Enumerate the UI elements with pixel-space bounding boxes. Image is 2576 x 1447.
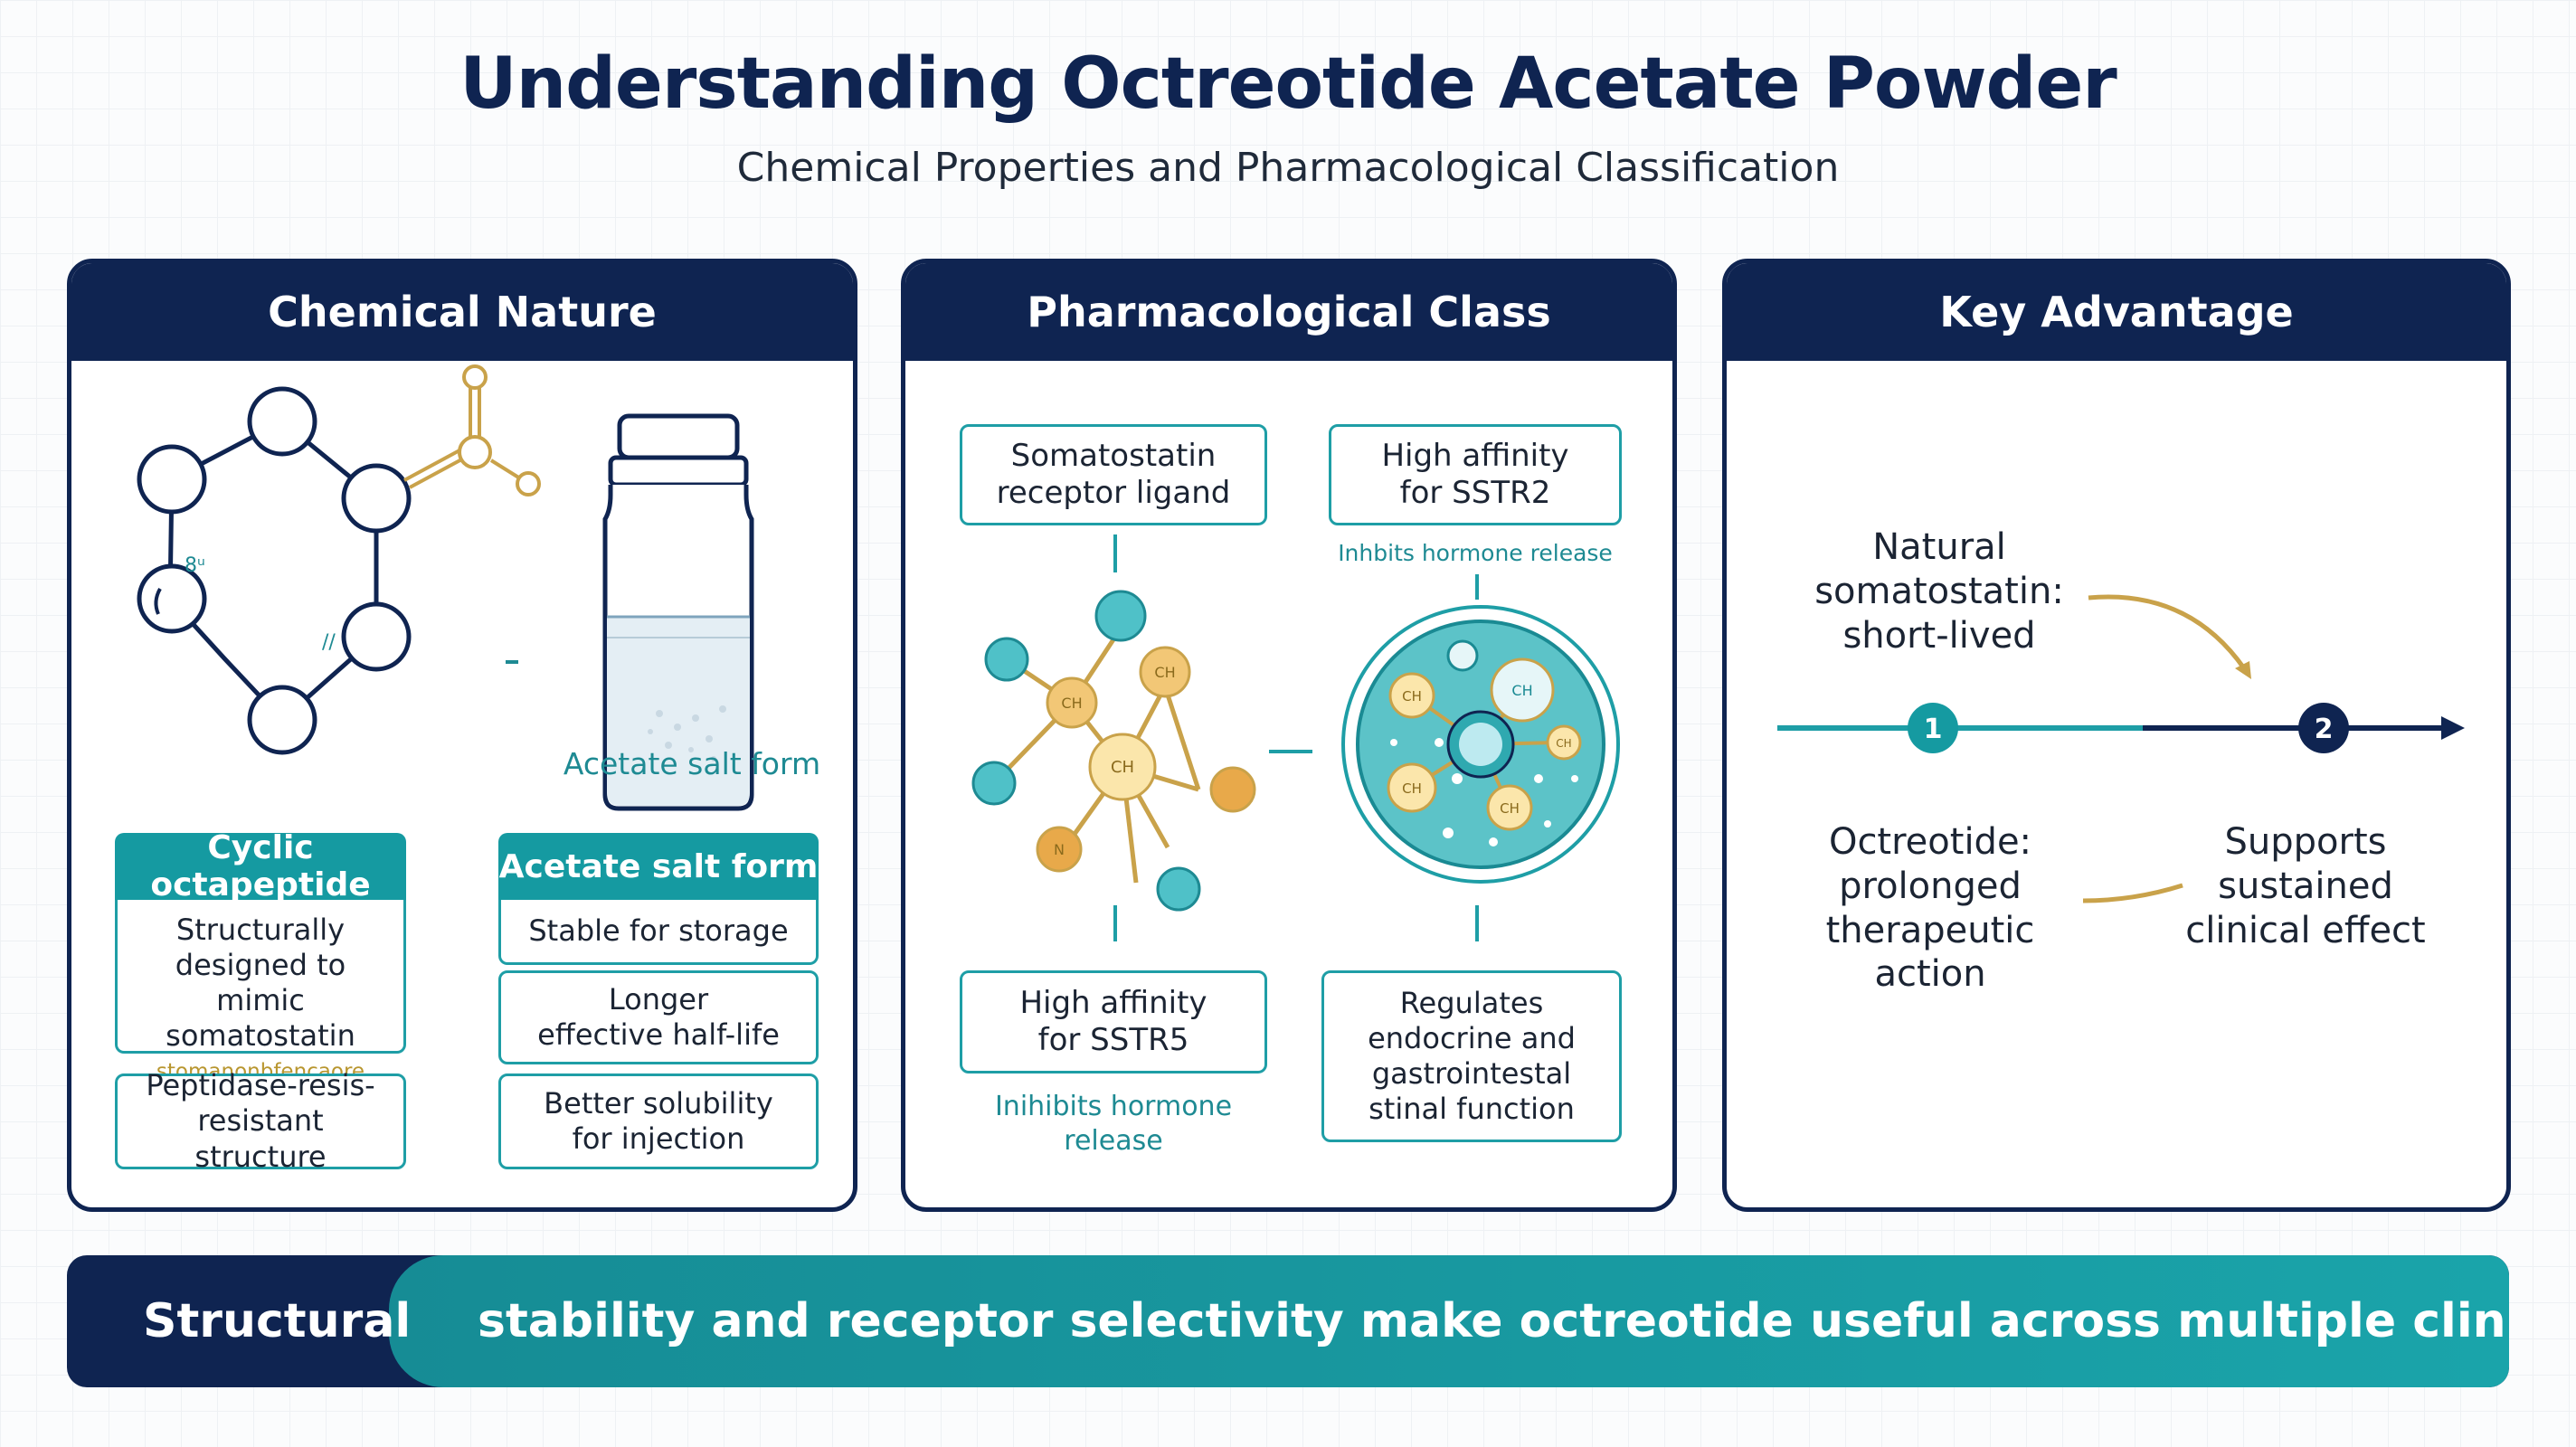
page-title: Understanding Octreotide Acetate Powder <box>459 43 2117 125</box>
sstr2-note: Inhbits hormone release <box>1338 540 1613 566</box>
molecule-node <box>1046 676 1098 729</box>
cell-node-label: CH <box>1402 780 1422 797</box>
ligand-box: Somatostatin receptor ligand <box>960 424 1267 525</box>
cell-node-label: CH <box>1511 682 1532 699</box>
ring-atom <box>247 685 317 755</box>
chemical-nature-header: Chemical Nature <box>71 263 853 361</box>
molecule-node-label: CH <box>1061 695 1082 712</box>
sstr2-box: High affinity for SSTR2 <box>1329 424 1622 525</box>
cyclic-octapeptide-card: Structurally designed to mimic somatosta… <box>115 900 406 1083</box>
ligand-text: Somatostatin receptor ligand <box>996 437 1231 511</box>
cyclic-molecule-diagram: 8ᵘ // <box>137 364 754 811</box>
molecule-node <box>984 637 1029 682</box>
pharmacological-class-header: Pharmacological Class <box>905 263 1672 361</box>
molecule-node <box>1139 646 1191 698</box>
half-life-box: Longer effective half-life <box>498 970 819 1064</box>
sstr5-note: Inihibits hormone release <box>994 1091 1233 1157</box>
cell-node <box>1490 657 1555 723</box>
cyclic-octapeptide-title: Cyclic octapeptide <box>115 829 406 903</box>
vial-icon <box>602 413 754 811</box>
sstr5-text: High affinity for SSTR5 <box>1019 984 1208 1058</box>
cyclic-octapeptide-body: Structurally designed to mimic somatosta… <box>166 913 355 1054</box>
cell-node-label: CH <box>1402 688 1422 705</box>
regulates-box: Regulates endocrine and gastrointestal s… <box>1321 970 1622 1142</box>
page-subtitle: Chemical Properties and Pharmacological … <box>736 145 1840 191</box>
step-1-marker <box>1908 703 1958 753</box>
summary-banner-right: stability and receptor selectivity make … <box>478 1294 2509 1348</box>
half-life-text: Longer effective half-life <box>537 981 780 1052</box>
ring-atom <box>247 386 317 457</box>
cell-node <box>1388 672 1435 719</box>
peptidase-resistant-box: Peptidase-resis- resistant structure <box>115 1068 406 1174</box>
molecule-node <box>1088 733 1157 801</box>
sstr5-box: High affinity for SSTR5 <box>960 970 1267 1073</box>
molecule-node <box>971 761 1017 806</box>
solubility-text: Better solubility for injection <box>544 1085 773 1156</box>
step-2-marker <box>2298 703 2349 753</box>
cell-node <box>1546 724 1582 761</box>
receptor-diagram: CH CH CH N CH CH CH CH CH <box>971 534 1620 941</box>
cell-node <box>1387 762 1437 813</box>
key-advantage-header: Key Advantage <box>1727 263 2506 361</box>
cell-node <box>1486 784 1533 831</box>
octreotide-text: Octreotide: prolonged therapeutic action <box>1825 821 2035 996</box>
cell-node-label: CH <box>1500 800 1520 817</box>
ring-atom <box>137 444 207 515</box>
ring-atom <box>137 563 207 634</box>
ring-atom <box>341 601 412 672</box>
step-2-label: 2 <box>2315 714 2334 745</box>
sstr2-text: High affinity for SSTR2 <box>1381 437 1569 511</box>
pharmacological-class-panel: Pharmacological Class Somatostatin recep… <box>901 259 1677 1212</box>
summary-banner-teal <box>389 1255 2509 1387</box>
timeline-diagram: 1 2 <box>1777 594 2465 903</box>
vial-label: Acetate salt form <box>563 746 821 781</box>
ring-label-left: 8ᵘ <box>185 554 205 577</box>
natural-somatostatin-text: Natural somatostatin: short-lived <box>1814 526 2064 657</box>
molecule-node-label: CH <box>1111 758 1134 777</box>
key-advantage-panel: Key Advantage Natural somatostatin: shor… <box>1722 259 2511 1212</box>
ring-atom <box>341 463 412 534</box>
acetate-salt-card: Stable for storage <box>498 900 819 965</box>
solubility-box: Better solubility for injection <box>498 1073 819 1169</box>
acetate-salt-body: Stable for storage <box>528 913 789 948</box>
molecule-node <box>1156 866 1201 912</box>
step-1-label: 1 <box>1924 714 1943 745</box>
regulates-text: Regulates endocrine and gastrointestal s… <box>1368 985 1576 1127</box>
ring-label-inner: // <box>322 631 336 654</box>
summary-banner-left: Structural <box>143 1294 412 1348</box>
peptidase-resistant-text: Peptidase-resis- resistant structure <box>146 1068 375 1174</box>
molecule-node <box>1209 766 1256 813</box>
supports-effect-text: Supports sustained clinical effect <box>2185 821 2426 951</box>
acetate-salt-title: Acetate salt form <box>498 833 819 900</box>
molecule-node-label: CH <box>1154 664 1175 681</box>
molecule-node-label: N <box>1054 841 1065 858</box>
molecule-node <box>1094 590 1147 642</box>
chemical-nature-panel: Chemical Nature 8ᵘ // <box>67 259 857 1212</box>
summary-banner: Structural stability and receptor select… <box>67 1255 2509 1387</box>
cell-node-label: CH <box>1556 737 1571 750</box>
molecule-node <box>1036 826 1083 873</box>
